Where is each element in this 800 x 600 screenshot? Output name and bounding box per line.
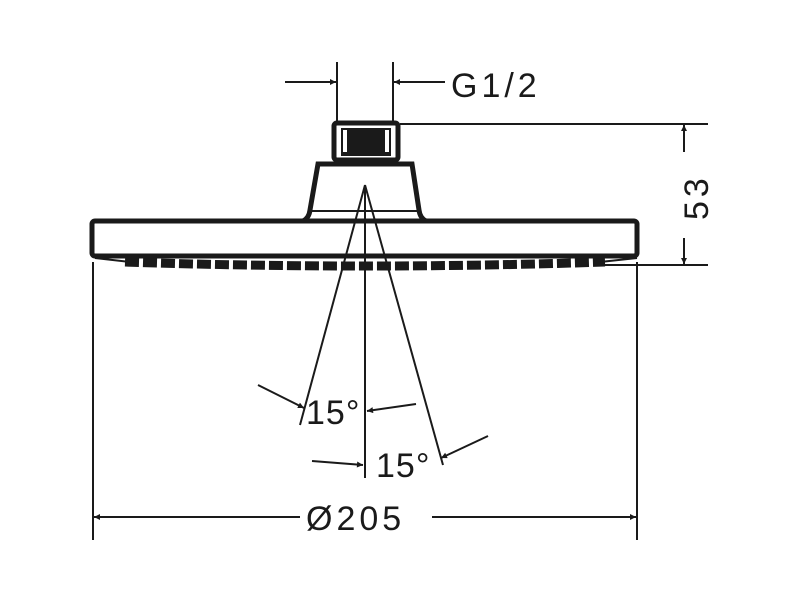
outer-angle-label: 15° — [376, 447, 430, 485]
angle-arrows — [257, 384, 489, 468]
connector-nut — [331, 120, 401, 163]
diameter-label: Ø205 — [306, 500, 405, 538]
diameter-dimension — [92, 262, 638, 540]
height-dimension — [400, 123, 708, 266]
fitting-body — [301, 161, 428, 224]
thread-dimension — [285, 62, 445, 123]
thread-label: G1/2 — [451, 67, 541, 105]
height-label: 53 — [678, 174, 716, 220]
inner-angle-label: 15° — [306, 394, 360, 432]
spray-angle-lines — [299, 184, 444, 478]
